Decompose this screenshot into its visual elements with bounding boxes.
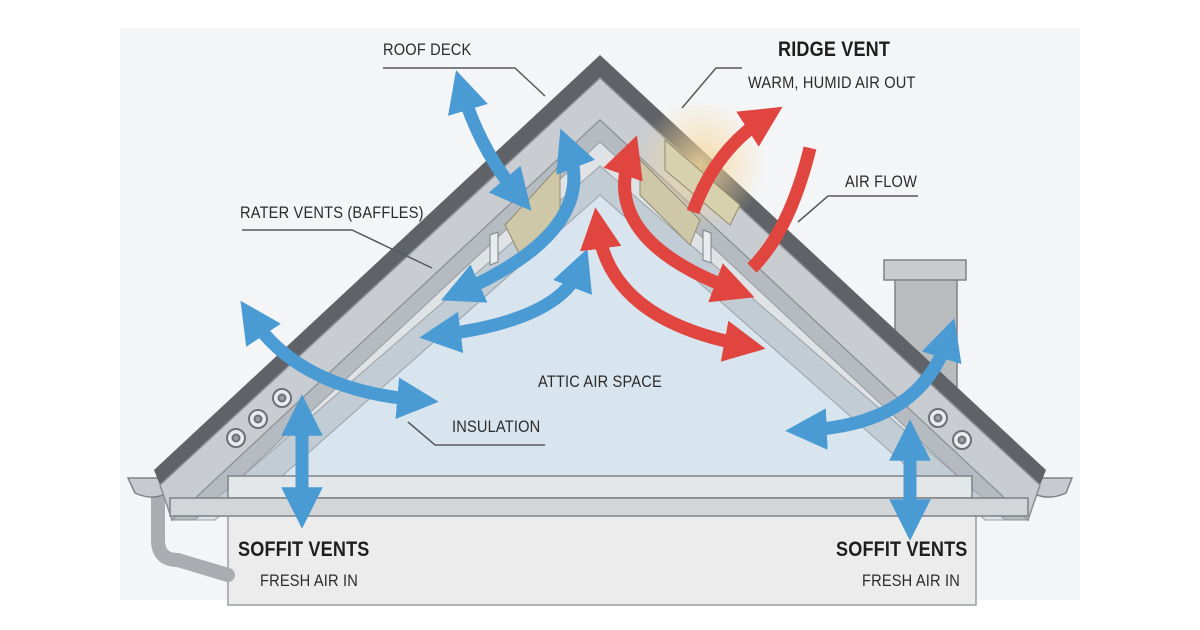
baffle-support-right bbox=[702, 229, 712, 264]
label-soffit-vents-left-sub: FRESH AIR IN bbox=[260, 571, 358, 590]
leader-insulation bbox=[407, 421, 545, 446]
label-soffit-vents-right: SOFFIT VENTS bbox=[836, 538, 968, 561]
soffit-board bbox=[169, 497, 1029, 517]
warm-air-arrows bbox=[580, 106, 817, 362]
cool-air-arrows bbox=[240, 70, 962, 541]
leader-lines bbox=[242, 67, 918, 446]
label-insulation: INSULATION bbox=[452, 417, 541, 436]
house-wall bbox=[227, 514, 977, 606]
leader-rafter-vents bbox=[242, 229, 433, 269]
label-roof-deck: ROOF DECK bbox=[383, 40, 472, 59]
leader-roof-deck bbox=[383, 67, 546, 97]
label-ridge-vent-sub: WARM, HUMID AIR OUT bbox=[748, 73, 916, 92]
label-soffit-vents-right-sub: FRESH AIR IN bbox=[862, 571, 960, 590]
cool-air-arrow-right-eave bbox=[785, 318, 962, 450]
label-air-flow: AIR FLOW bbox=[845, 172, 918, 191]
cool-air-arrow-mid bbox=[419, 248, 592, 354]
warm-air-arrow-mid bbox=[580, 207, 766, 362]
leader-air-flow bbox=[797, 195, 918, 223]
label-attic-air-space: ATTIC AIR SPACE bbox=[538, 372, 662, 391]
label-rafter-vents: RATER VENTS (BAFFLES) bbox=[240, 203, 424, 222]
leader-ridge-vent bbox=[681, 67, 742, 109]
cool-air-arrow-left-eave bbox=[240, 300, 439, 419]
downspout-left bbox=[151, 488, 235, 582]
ceiling-joist bbox=[227, 475, 973, 499]
label-soffit-vents-left: SOFFIT VENTS bbox=[238, 538, 370, 561]
baffle-support-left bbox=[489, 231, 499, 266]
label-ridge-vent: RIDGE VENT bbox=[778, 38, 891, 61]
